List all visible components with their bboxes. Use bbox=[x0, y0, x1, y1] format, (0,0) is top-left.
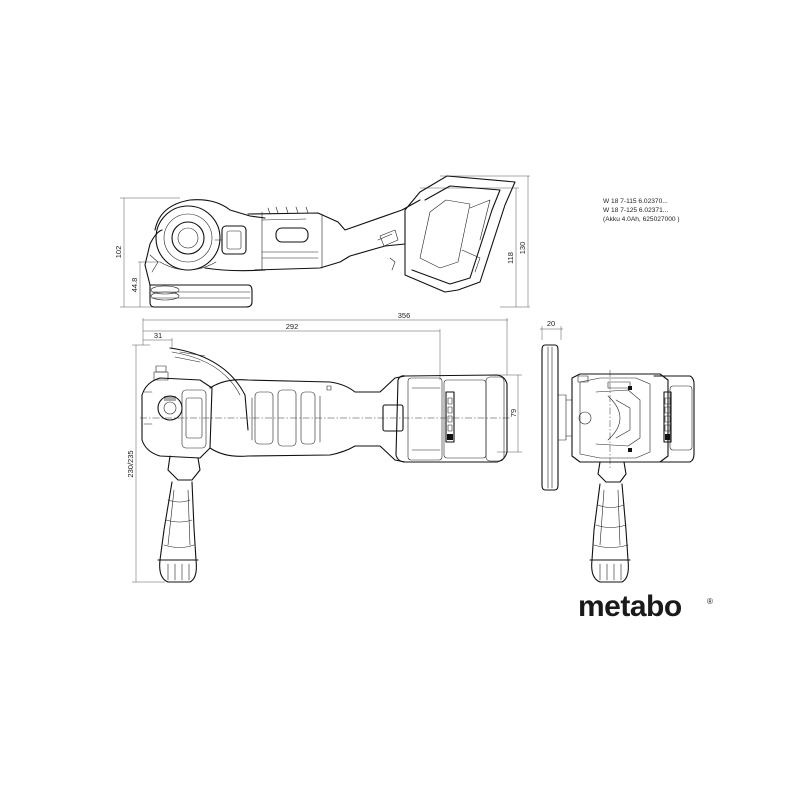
dim-356: 356 bbox=[398, 311, 411, 320]
top-view: 356 292 31 230/235 79 bbox=[126, 311, 522, 583]
dim-102: 102 bbox=[114, 246, 123, 259]
front-battery-led-indicator bbox=[664, 397, 671, 440]
top-motor-body bbox=[209, 375, 406, 463]
front-battery bbox=[653, 375, 695, 463]
front-side-handle bbox=[589, 461, 631, 583]
dim-130: 130 bbox=[518, 242, 527, 255]
dim-20: 20 bbox=[547, 319, 555, 328]
top-head bbox=[141, 365, 213, 459]
top-side-handle bbox=[157, 455, 201, 583]
model-info: W 18 7-115 6.02370... W 18 7-125 6.02371… bbox=[603, 198, 680, 223]
side-gear-head bbox=[149, 199, 266, 273]
side-motor-body bbox=[247, 199, 421, 271]
side-view: 102 44.8 118 130 bbox=[114, 175, 530, 308]
model-line-3: (Akku 4.0Ah, 625027000 ) bbox=[603, 216, 680, 223]
front-view-dimension-lines bbox=[540, 326, 563, 340]
top-guard bbox=[169, 347, 249, 431]
battery-led-indicator bbox=[447, 397, 453, 440]
model-line-1: W 18 7-115 6.02370... bbox=[603, 198, 668, 205]
dim-230-235: 230/235 bbox=[126, 450, 135, 477]
dim-79: 79 bbox=[509, 409, 518, 417]
front-head bbox=[571, 373, 669, 463]
side-disc-guard bbox=[144, 229, 253, 308]
dim-44-8: 44.8 bbox=[130, 278, 139, 293]
dim-31: 31 bbox=[154, 331, 162, 340]
metabo-logo: metabo ® bbox=[578, 590, 713, 623]
logo-registered-mark: ® bbox=[707, 597, 713, 606]
front-view: 20 bbox=[540, 319, 695, 583]
model-line-2: W 18 7-125 6.02371... bbox=[603, 207, 668, 214]
top-battery bbox=[395, 374, 508, 463]
side-view-dimension-lines bbox=[120, 175, 530, 308]
logo-text: metabo bbox=[578, 590, 682, 623]
top-view-dimension-lines bbox=[132, 318, 522, 583]
front-disc bbox=[541, 344, 573, 491]
dim-118: 118 bbox=[506, 252, 515, 264]
side-battery bbox=[389, 175, 516, 293]
dim-292: 292 bbox=[286, 322, 299, 331]
